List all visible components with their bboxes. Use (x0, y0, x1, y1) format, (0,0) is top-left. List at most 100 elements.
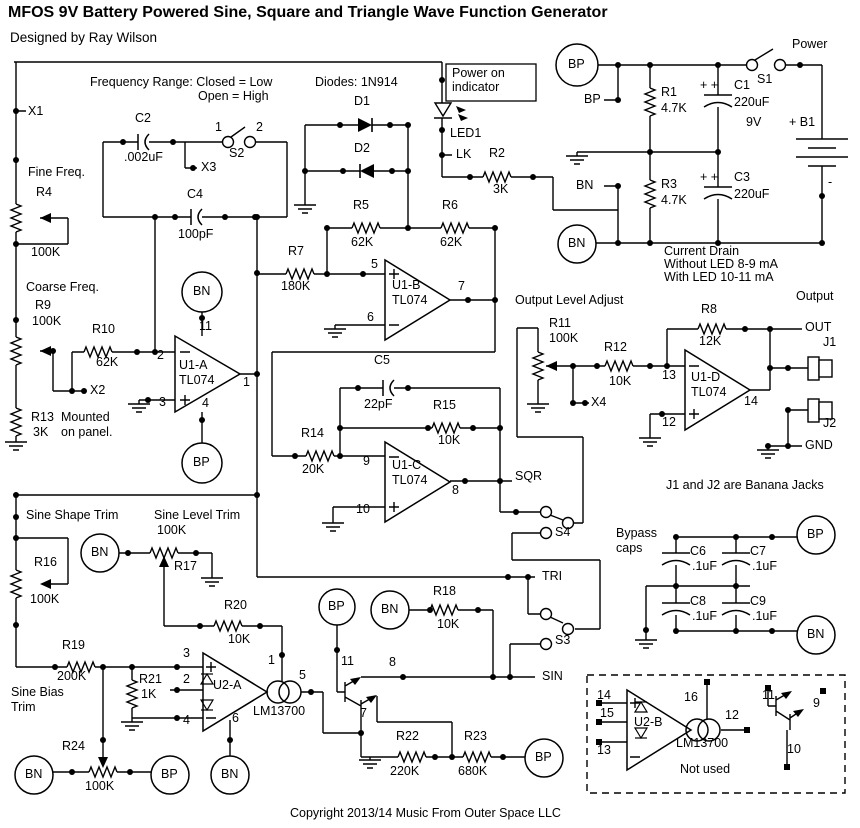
r20-ref: R20 (224, 598, 247, 612)
r19-ref: R19 (62, 638, 85, 652)
bp-circle-u1a: BP (193, 455, 210, 469)
r8-ref: R8 (701, 302, 717, 316)
u1a-signs (180, 351, 190, 405)
junction-dots (13, 62, 825, 775)
drain-note-3: With LED 10-11 mA (664, 270, 774, 284)
u2a-pin4: 4 (183, 713, 190, 727)
resistor-r12 (604, 360, 634, 372)
r12-ref: R12 (604, 340, 627, 354)
output-level-adjust: Output Level Adjust (515, 293, 624, 307)
r9-wiper-arrow (40, 346, 51, 356)
power-label: Power (792, 37, 828, 51)
switch-contacts (221, 58, 787, 651)
resistor-r18 (429, 604, 459, 616)
sqr-label: SQR (515, 469, 543, 483)
b1-minus: - (828, 175, 833, 189)
u1d-pin14: 14 (744, 394, 758, 408)
r3-ref: R3 (661, 177, 677, 191)
d2-ref: D2 (354, 141, 370, 155)
c2-val: .002uF (124, 150, 163, 164)
jack-j1-outer (807, 356, 820, 381)
led1-icon (433, 102, 453, 118)
out-label: OUT (805, 320, 832, 334)
bp-tap-label: BP (584, 92, 601, 106)
opamp-u1c (384, 440, 452, 524)
u2a-pin6: 6 (232, 711, 239, 725)
buf-pin11: 11 (341, 654, 354, 668)
j1-ref: J1 (823, 335, 837, 349)
r20-val: 10K (228, 632, 251, 646)
r16-ref: R16 (34, 555, 57, 569)
b1-ref: + B1 (789, 115, 816, 129)
u1b-pin5: 5 (371, 257, 378, 271)
s2-contact-2 (243, 135, 257, 149)
resistor-r14 (305, 450, 335, 462)
r5-val: 62K (351, 235, 374, 249)
u2b-pin10: 10 (787, 742, 801, 756)
u1a-pin11: 11 (199, 319, 212, 333)
s4-contact-sqr (539, 505, 553, 519)
bn-tap-label: BN (576, 178, 594, 192)
resistor-r7 (285, 268, 315, 280)
r4-ref: R4 (36, 185, 52, 199)
u1b-signs (389, 269, 399, 326)
u1d-part: TL074 (691, 385, 727, 399)
c4-val: 100pF (178, 227, 214, 241)
r16-wiper-arrow (40, 579, 51, 589)
pot-wiper-arrows (40, 213, 804, 768)
r6-ref: R6 (442, 198, 458, 212)
jack-j2-inner (818, 401, 833, 420)
u2a-signs (206, 662, 216, 719)
u2b-pin9: 9 (813, 696, 820, 710)
page-title: MFOS 9V Battery Powered Sine, Square and… (8, 4, 608, 21)
freq-range-note-1: Frequency Range: Closed = Low (90, 75, 273, 89)
r8-val: 12K (699, 334, 722, 348)
u1b-ref: U1-B (392, 278, 421, 292)
bn-circle-r18: BN (381, 602, 399, 616)
resistor-r21 (126, 679, 138, 709)
resistor-r23 (462, 751, 492, 763)
s1-contact-2 (773, 58, 787, 72)
u1c-pin9: 9 (363, 454, 370, 468)
s2-contact-1 (221, 135, 235, 149)
r13-val: 3K (33, 425, 49, 439)
r1-val: 4.7K (661, 101, 687, 115)
u2b-pin15: 15 (600, 706, 614, 720)
r21-ref: R21 (139, 672, 162, 686)
resistor-r9 (10, 336, 22, 366)
c3-val: 220uF (734, 187, 770, 201)
r11-wiper-arrow (546, 361, 557, 371)
c3-ref: C3 (734, 170, 750, 184)
capacitor-c4 (190, 208, 203, 226)
led1-ray-2 (458, 114, 468, 121)
bn-circle-r17-icon (80, 533, 120, 573)
bn-circle-byp: BN (807, 627, 825, 641)
b1-voltage: 9V (746, 115, 762, 129)
r3-val: 4.7K (661, 193, 687, 207)
s2-ref: S2 (229, 146, 245, 160)
c1-ref: C1 (734, 78, 750, 92)
sine-level-trim: Sine Level Trim (154, 508, 241, 522)
gnd-label: GND (805, 438, 833, 452)
r1-ref: R1 (661, 85, 677, 99)
buf-a-emitter-arrow-2 (366, 695, 377, 703)
buf-a-emitter-arrow (350, 677, 361, 685)
page-subtitle: Designed by Ray Wilson (10, 30, 158, 45)
s4-ref: S4 (555, 525, 571, 539)
u2a-pin5: 5 (299, 668, 306, 682)
c8-ref: C8 (690, 594, 706, 608)
r18-ref: R18 (433, 584, 456, 598)
coarse-freq-label: Coarse Freq. (26, 280, 99, 294)
bn-circle-mid: BN (568, 236, 586, 250)
bp-circle-u1a-icon (181, 442, 223, 484)
ota-u2b (626, 688, 693, 772)
resistor-r5 (351, 222, 381, 234)
ota-u2a (202, 651, 269, 733)
u1c-pin8: 8 (452, 483, 459, 497)
power-on-note-1: Power on (452, 66, 505, 80)
r4-val: 100K (31, 245, 61, 259)
r10-val: 62K (96, 355, 119, 369)
u1d-ref: U1-D (691, 370, 721, 384)
u2a-pin2: 2 (183, 672, 190, 686)
